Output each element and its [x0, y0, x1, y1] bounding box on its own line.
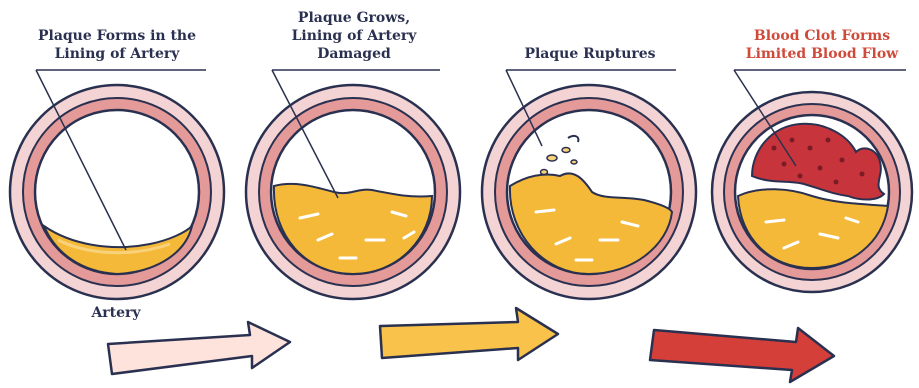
stage-1-artery: [10, 85, 224, 299]
stage-3-label: Plaque Ruptures: [524, 46, 655, 62]
stage-1-label-line-2: Lining of Artery: [55, 46, 181, 62]
stage-2-label-line-2: Lining of Artery: [292, 28, 418, 44]
progression-arrow-1: [108, 322, 290, 374]
stage-2-label-line-3: Damaged: [317, 46, 391, 62]
stage-4-artery: [712, 92, 912, 292]
stage-4-label-line-1: Blood Clot Forms: [754, 28, 890, 44]
stage-4-label: Blood Clot Forms Limited Blood Flow: [746, 28, 899, 62]
stage-2-label: Plaque Grows, Lining of Artery Damaged: [292, 10, 418, 62]
artery-label: Artery: [90, 305, 141, 321]
progression-arrow-2: [380, 308, 558, 360]
stage-1-label-line-1: Plaque Forms in the: [38, 28, 196, 44]
stage-2-label-line-1: Plaque Grows,: [298, 10, 410, 26]
stage-3-label-line-1: Plaque Ruptures: [524, 46, 655, 62]
stage-2-artery: [246, 85, 460, 299]
stage-4-label-line-2: Limited Blood Flow: [746, 46, 899, 62]
stage-3-artery: [482, 85, 696, 299]
stage-1-label: Plaque Forms in the Lining of Artery: [38, 28, 196, 62]
progression-arrow-3: [650, 328, 834, 382]
